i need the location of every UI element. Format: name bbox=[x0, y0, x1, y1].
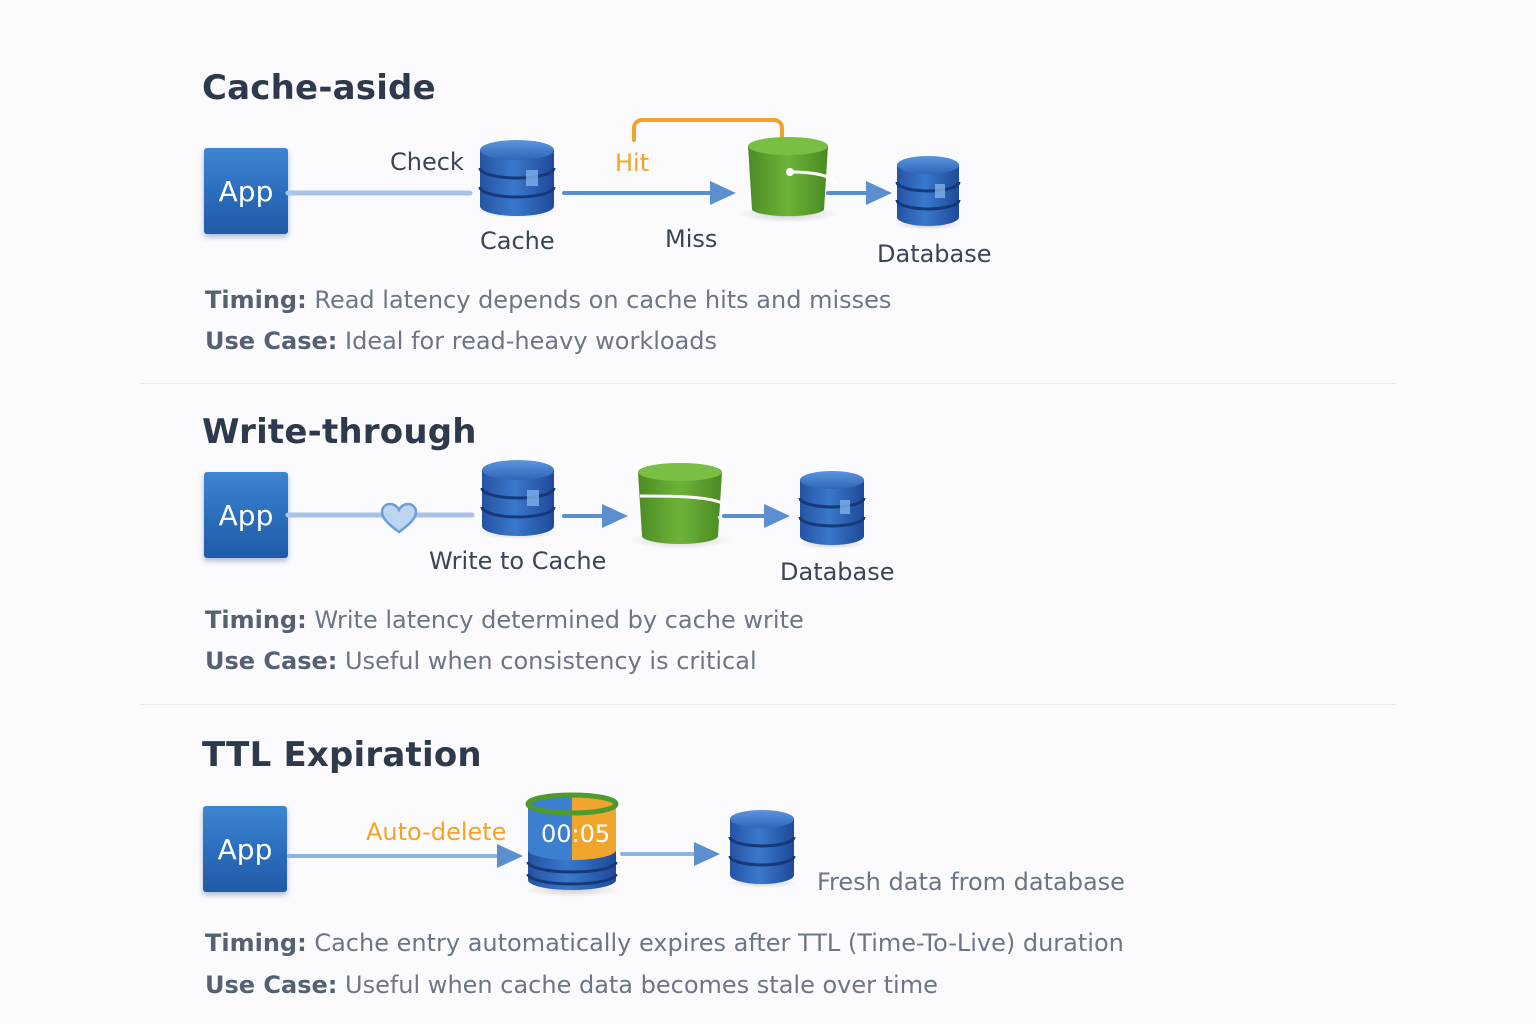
bucket-icon bbox=[628, 463, 732, 549]
usecase-line: Use Case: Useful when cache data becomes… bbox=[205, 971, 938, 999]
app-box: App bbox=[204, 148, 288, 234]
arrow-icon bbox=[562, 181, 736, 205]
section-title: TTL Expiration bbox=[202, 735, 482, 775]
usecase-line: Use Case: Ideal for read-heavy workloads bbox=[205, 327, 717, 355]
section-title: Cache-aside bbox=[202, 68, 436, 108]
database-icon bbox=[894, 156, 962, 230]
arrow-icon bbox=[826, 181, 892, 205]
app-box: App bbox=[203, 806, 287, 892]
hit-loop-line bbox=[632, 118, 784, 142]
timing-line: Timing: Cache entry automatically expire… bbox=[205, 929, 1124, 957]
database-icon bbox=[478, 460, 558, 539]
timing-line: Timing: Read latency depends on cache hi… bbox=[205, 286, 891, 314]
app-label: App bbox=[218, 498, 274, 532]
arrow-icon bbox=[562, 504, 628, 528]
heart-icon bbox=[380, 502, 418, 534]
timing-line: Timing: Write latency determined by cach… bbox=[205, 606, 804, 634]
section-title: Write-through bbox=[202, 412, 477, 452]
arrow-icon bbox=[620, 842, 720, 866]
usecase-line: Use Case: Useful when consistency is cri… bbox=[205, 647, 757, 675]
timing-key: Timing: bbox=[205, 606, 307, 634]
database-label: Database bbox=[780, 558, 895, 586]
hit-label: Hit bbox=[615, 149, 650, 177]
connector-line bbox=[285, 190, 473, 196]
timing-text: Write latency determined by cache write bbox=[314, 606, 804, 634]
usecase-key: Use Case: bbox=[205, 327, 338, 355]
database-icon bbox=[727, 810, 797, 888]
write-to-cache-label: Write to Cache bbox=[429, 547, 607, 575]
fresh-data-label: Fresh data from database bbox=[817, 868, 1125, 896]
timing-key: Timing: bbox=[205, 929, 307, 957]
timer-database-icon bbox=[524, 792, 620, 897]
section-divider bbox=[140, 704, 1396, 705]
auto-delete-label: Auto-delete bbox=[366, 818, 507, 846]
usecase-text: Ideal for read-heavy workloads bbox=[345, 327, 718, 355]
app-label: App bbox=[217, 832, 273, 866]
timer-label: 00:05 bbox=[541, 820, 611, 848]
arrow-icon bbox=[287, 844, 523, 868]
section-divider bbox=[140, 383, 1396, 384]
connector-line bbox=[285, 512, 475, 518]
timing-text: Cache entry automatically expires after … bbox=[314, 929, 1124, 957]
miss-label: Miss bbox=[665, 225, 718, 253]
bucket-icon bbox=[738, 137, 840, 223]
usecase-key: Use Case: bbox=[205, 647, 338, 675]
database-label: Database bbox=[877, 240, 992, 268]
database-icon bbox=[477, 140, 557, 218]
database-icon bbox=[797, 471, 867, 549]
usecase-key: Use Case: bbox=[205, 971, 338, 999]
check-label: Check bbox=[390, 148, 464, 176]
app-label: App bbox=[218, 174, 274, 208]
timing-key: Timing: bbox=[205, 286, 307, 314]
arrow-icon bbox=[722, 504, 790, 528]
usecase-text: Useful when consistency is critical bbox=[345, 647, 757, 675]
app-box: App bbox=[204, 472, 288, 558]
cache-label: Cache bbox=[480, 227, 555, 255]
usecase-text: Useful when cache data becomes stale ove… bbox=[345, 971, 938, 999]
timing-text: Read latency depends on cache hits and m… bbox=[314, 286, 892, 314]
